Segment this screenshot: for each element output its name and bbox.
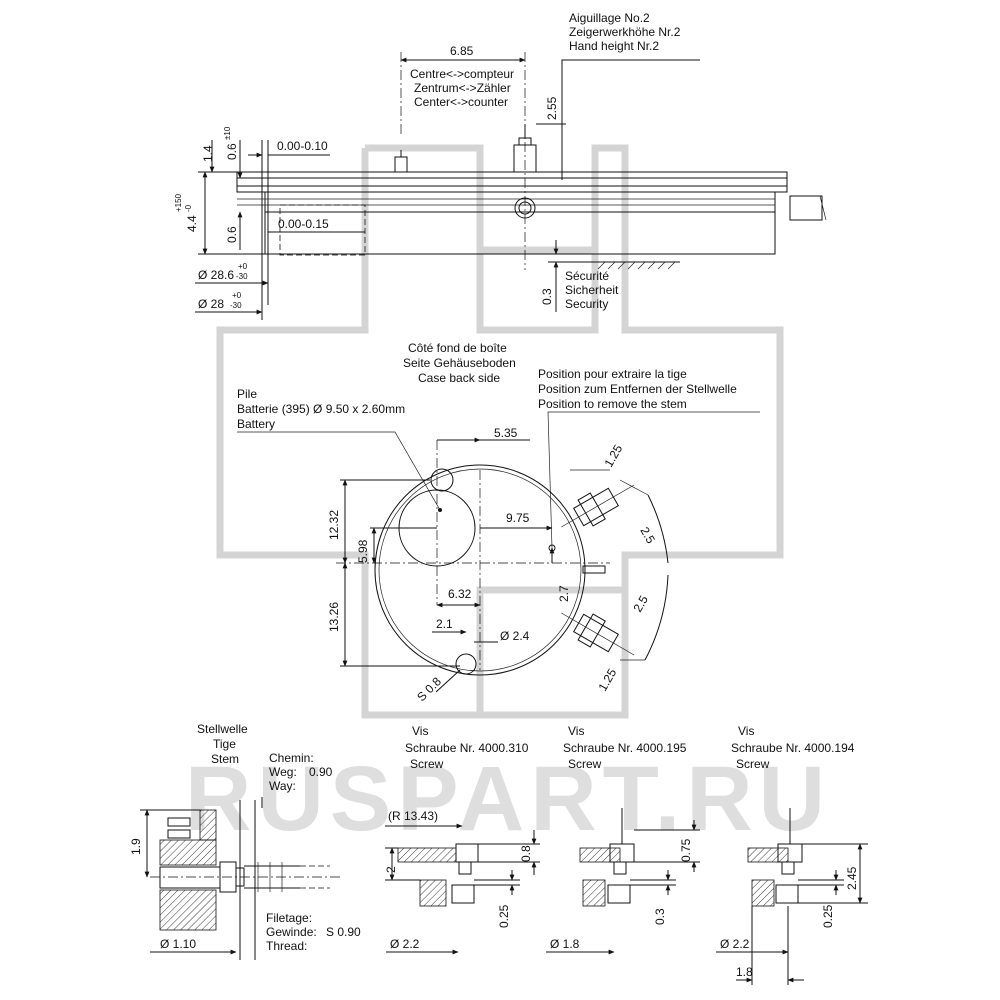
filetage-fr: Filetage:: [266, 911, 312, 925]
screw2-vis: Vis: [568, 724, 584, 738]
top-view: Côté fond de boîte Seite Gehäuseboden Ca…: [237, 341, 760, 704]
battery-en: Battery: [237, 417, 275, 431]
side-view: 6.85 Centre<->compteur Zentrum<->Zähler …: [174, 11, 827, 320]
center-label-fr: Centre<->compteur: [410, 67, 514, 81]
stem-title-fr: Tige: [213, 737, 236, 751]
way-label: Way:: [269, 779, 296, 793]
screw-detail-4000-310: Vis Schraube Nr. 4000.310 Screw (R 13.43…: [384, 724, 540, 955]
tol-4.4-down: -0: [184, 204, 193, 212]
lower-screw-block: [561, 612, 635, 656]
dia-28.6: Ø 28.6: [198, 268, 234, 282]
dim-4.4: 4.4: [185, 215, 199, 232]
dim-2.55: 2.55: [545, 96, 559, 120]
dim-2.5-b: 2.5: [630, 593, 651, 615]
dim-5.98: 5.98: [356, 539, 370, 563]
filetage-en: Thread:: [266, 939, 307, 953]
screw1-dia: Ø 2.2: [390, 937, 420, 951]
dia-1.10: Ø 1.10: [160, 937, 196, 951]
screw2-dim-0.75: 0.75: [679, 838, 693, 862]
security-en: Security: [565, 297, 608, 311]
dim-13.26: 13.26: [327, 602, 341, 632]
case-back-fr: Côté fond de boîte: [408, 341, 507, 355]
screw3-dim-1.8: 1.8: [736, 965, 753, 979]
dim-2.7: 2.7: [557, 585, 571, 602]
ground-hatch: [597, 261, 676, 270]
dim-2.1: 2.1: [436, 617, 453, 631]
weg-value: 0.90: [309, 765, 333, 779]
thread-value: S 0.90: [326, 925, 361, 939]
hand-height-de: Zeigerwerkhöhe Nr.2: [569, 25, 681, 39]
dim-5.35: 5.35: [494, 426, 518, 440]
dim-0.6-top: 0.6: [225, 143, 239, 160]
dia-28.6-tol-down: -30: [236, 272, 248, 281]
case-back-de: Seite Gehäuseboden: [403, 356, 516, 370]
screw3-dim-0.25: 0.25: [821, 904, 835, 928]
dim-9.75: 9.75: [506, 511, 530, 525]
security-de: Sicherheit: [565, 283, 619, 297]
screw1-schraube: Schraube Nr. 4000.310: [405, 741, 529, 755]
stem-title-de: Stellwelle: [197, 722, 248, 736]
stem-detail: Stellwelle Tige Stem Chemin: Weg: 0.90 W…: [129, 722, 361, 960]
screw3-dia: Ø 2.2: [720, 937, 750, 951]
center-label-de: Zentrum<->Zähler: [414, 81, 511, 95]
case-back-en: Case back side: [418, 371, 500, 385]
center-label-en: Center<->counter: [414, 95, 508, 109]
upper-screw-block: [561, 484, 635, 528]
hand-height-fr: Aiguillage No.2: [569, 11, 650, 25]
screw-detail-4000-194: Vis Schraube Nr. 4000.194 Screw 2.45 0.2…: [716, 724, 868, 985]
screw3-dim-2.45: 2.45: [845, 866, 859, 890]
stem-position-fr: Position pour extraire la tige: [538, 367, 687, 381]
dim-1.4: 1.4: [201, 145, 215, 162]
screw1-vis: Vis: [412, 724, 428, 738]
dim-6.85: 6.85: [450, 44, 474, 58]
filetage-de: Gewinde:: [266, 925, 317, 939]
dim-6.32: 6.32: [448, 587, 472, 601]
screw1-dim-0.25: 0.25: [497, 904, 511, 928]
watermark-text: RUSPART.RU: [185, 748, 831, 850]
screw2-schraube: Schraube Nr. 4000.195: [563, 741, 687, 755]
screw2-dim-0.3: 0.3: [653, 908, 667, 925]
screw-detail-4000-195: Vis Schraube Nr. 4000.195 Screw 0.75 0.3…: [546, 724, 700, 955]
hand-height-en: Hand height Nr.2: [569, 39, 659, 53]
dia-28.6-tol-up: +0: [238, 262, 248, 271]
tol-0.6: ±10: [223, 126, 232, 140]
screw3-screw: Screw: [736, 757, 770, 771]
watermark-logo: RUSPART.RU: [185, 144, 831, 850]
dia-2.4: Ø 2.4: [500, 629, 530, 643]
chemin-label: Chemin:: [269, 751, 314, 765]
dia-28-tol-up: +0: [232, 291, 242, 300]
weg-label: Weg:: [269, 765, 297, 779]
stem-title-en: Stem: [211, 752, 239, 766]
screw1-screw: Screw: [410, 757, 444, 771]
dim-1.25-top: 1.25: [601, 442, 625, 470]
screw1-dim-2: 2: [384, 866, 398, 873]
screw2-dia: Ø 1.8: [550, 937, 580, 951]
stem-position-de: Position zum Entfernen der Stellwelle: [538, 382, 737, 396]
dim-12.32: 12.32: [327, 510, 341, 540]
dim-0.00-0.15: 0.00-0.15: [278, 217, 329, 231]
dia-28: Ø 28: [198, 297, 224, 311]
dim-0.6-bottom: 0.6: [225, 226, 239, 243]
dim-0.00-0.10: 0.00-0.10: [277, 139, 328, 153]
movement-outline: [374, 464, 586, 676]
security-fr: Sécurité: [565, 269, 609, 283]
screw1-dim-0.8: 0.8: [519, 845, 533, 862]
battery-de: Batterie (395) Ø 9.50 x 2.60mm: [237, 402, 405, 416]
screw1-radius: (R 13.43): [388, 809, 438, 823]
dim-2.5-a: 2.5: [637, 525, 658, 547]
stem-position-en: Position to remove the stem: [538, 397, 687, 411]
battery-fr: Pile: [237, 387, 257, 401]
dim-1.9: 1.9: [129, 838, 143, 855]
screw3-vis: Vis: [738, 724, 754, 738]
dia-28-tol-down: -30: [230, 301, 242, 310]
tol-4.4-up: +150: [174, 193, 183, 212]
screw2-screw: Screw: [568, 757, 602, 771]
screw3-schraube: Schraube Nr. 4000.194: [731, 741, 855, 755]
dim-0.3: 0.3: [540, 288, 554, 305]
dim-1.25-bottom: 1.25: [595, 666, 619, 694]
